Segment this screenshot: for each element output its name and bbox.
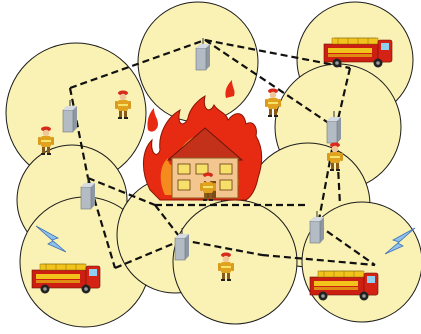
coverage-area	[173, 200, 297, 324]
